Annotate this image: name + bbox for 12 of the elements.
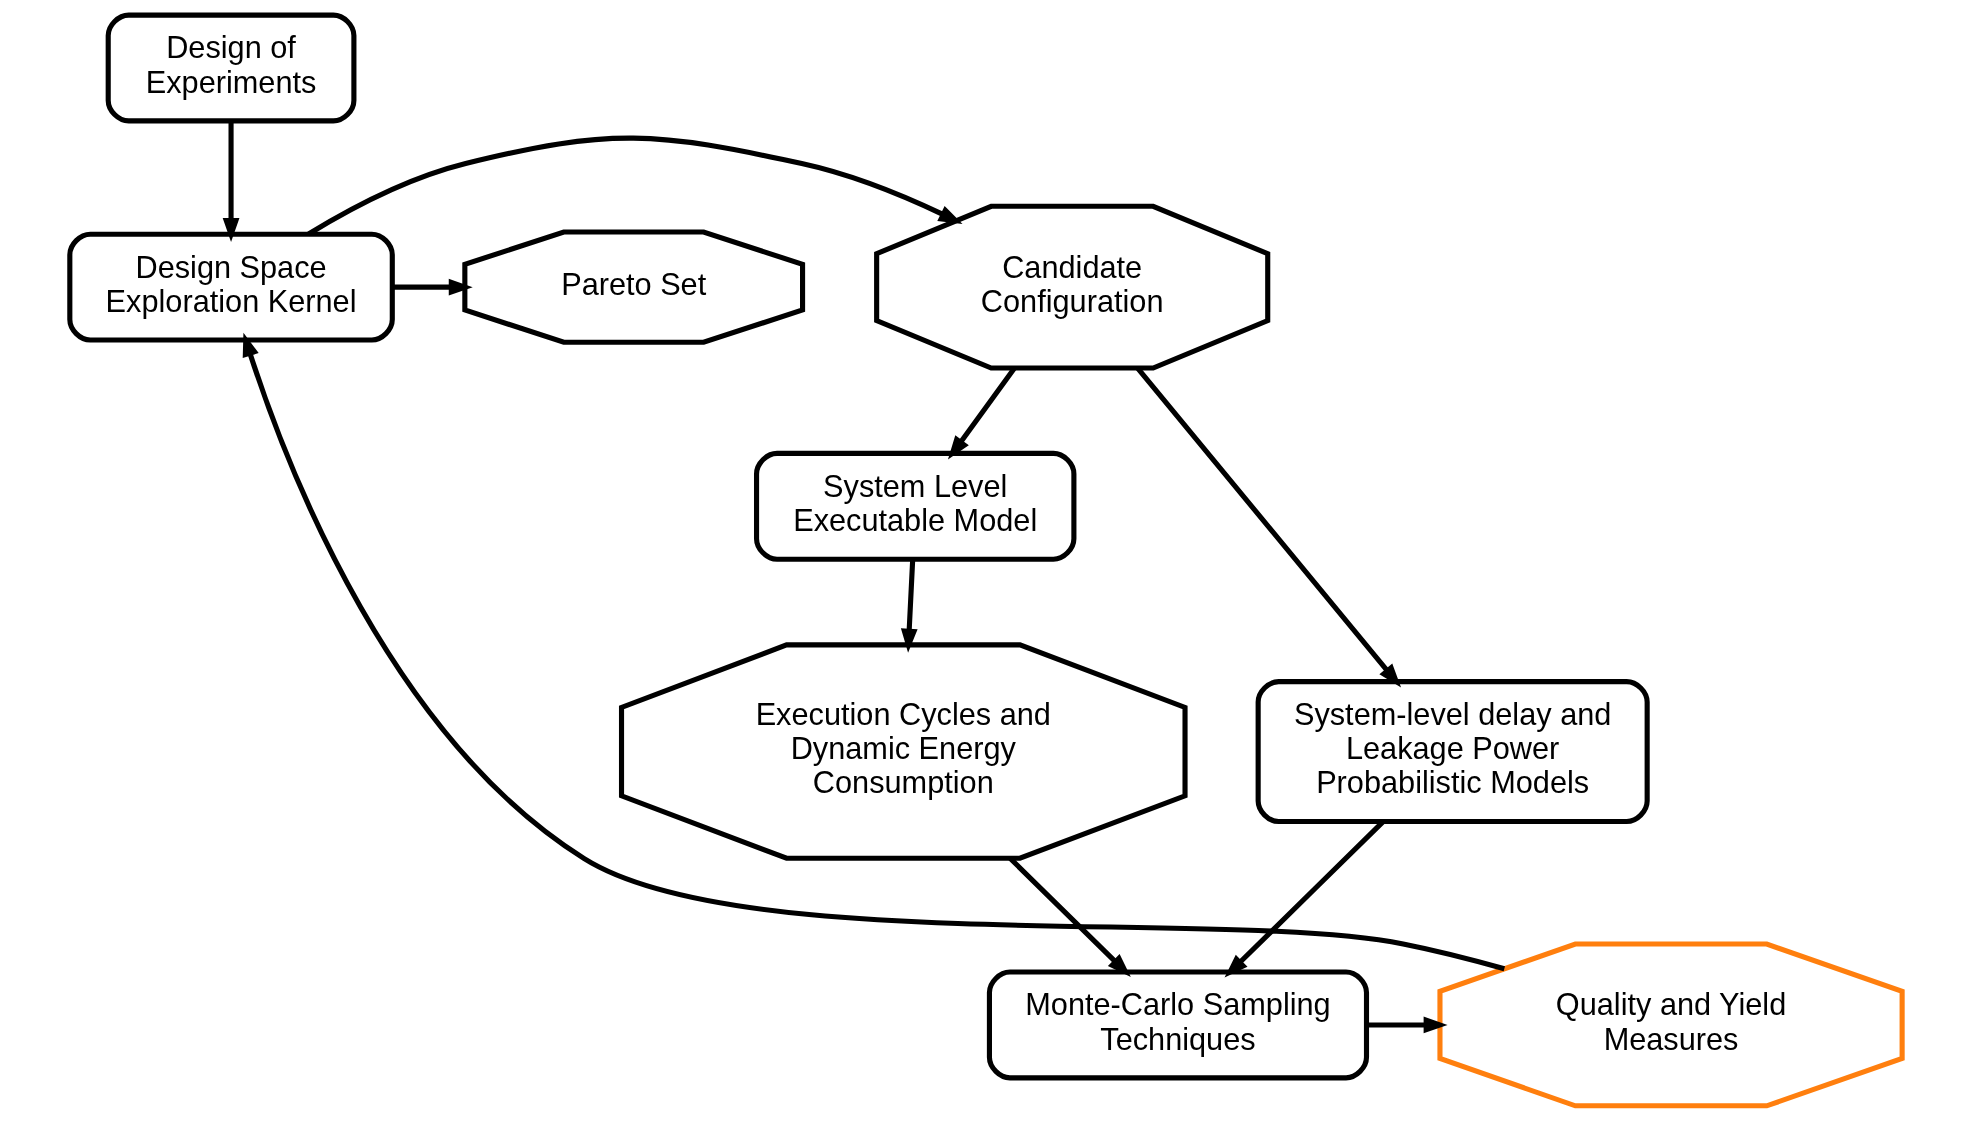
node-box: Design Space Exploration Kernel [67, 231, 395, 343]
arrow [393, 278, 473, 296]
arrow [1366, 1016, 1448, 1034]
arrow [1135, 366, 1402, 688]
arrow [222, 121, 240, 242]
node-box: System-level delay and Leakage Power Probabilistic Models [1255, 679, 1650, 825]
arrow [242, 332, 1506, 972]
arrow [900, 559, 918, 653]
node-box: System Level Executable Model [754, 450, 1077, 562]
node-box: Design of Experiments [105, 12, 357, 124]
node-box: Monte-Carlo Sampling Techniques [986, 969, 1370, 1081]
arrow [947, 367, 1017, 460]
